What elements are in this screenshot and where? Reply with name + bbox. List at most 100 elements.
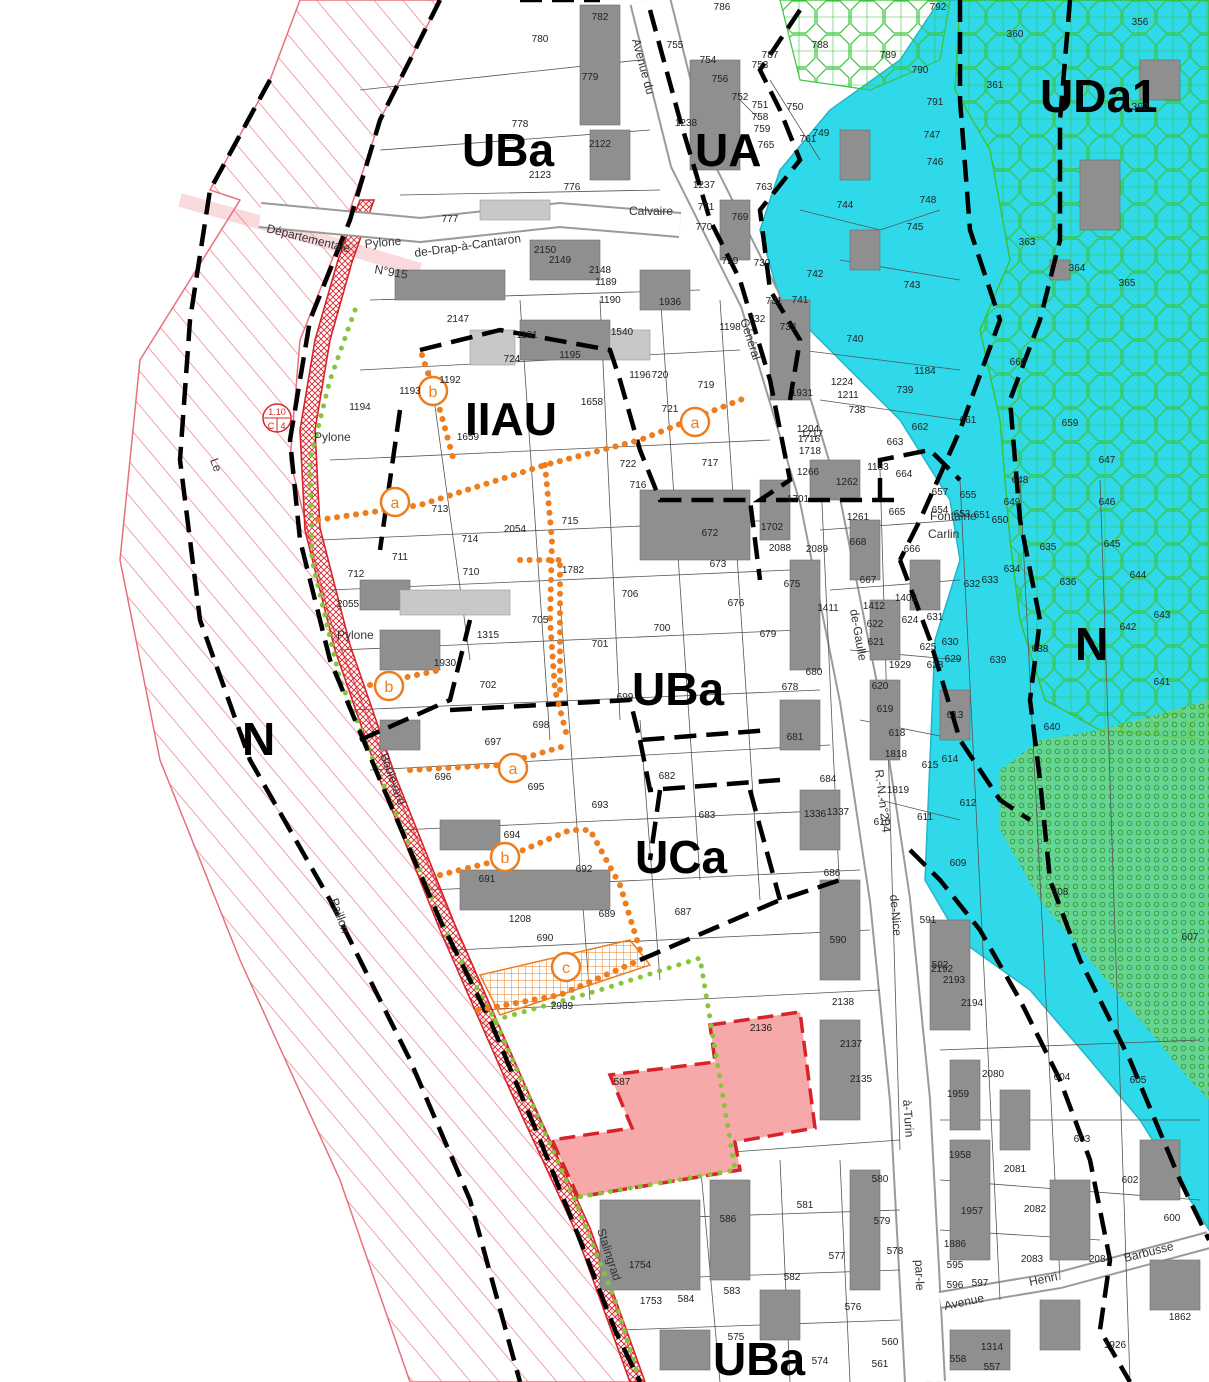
parcel-number: 1753 bbox=[640, 1296, 663, 1307]
parcel-number: 691 bbox=[479, 874, 496, 885]
parcel-number: 739 bbox=[897, 385, 914, 396]
parcel-number: 632 bbox=[964, 579, 981, 590]
parcel-number: 645 bbox=[1104, 539, 1121, 550]
parcel-number: 1195 bbox=[559, 350, 581, 361]
oap-marker-b3[interactable]: b bbox=[489, 841, 521, 873]
parcel-number: 557 bbox=[984, 1362, 1001, 1373]
parcel-number: 2084 bbox=[1089, 1254, 1112, 1265]
parcel-number: 584 bbox=[678, 1294, 695, 1305]
parcel-number: 1208 bbox=[509, 914, 532, 925]
parcel-number: 696 bbox=[435, 772, 452, 783]
parcel-number: 558 bbox=[950, 1354, 967, 1365]
marker-letter: a bbox=[509, 761, 518, 778]
parcel-number: 791 bbox=[927, 97, 944, 108]
parcel-number: 583 bbox=[724, 1286, 741, 1297]
parcel-number: 633 bbox=[982, 575, 999, 586]
parcel-number: 717 bbox=[702, 458, 719, 469]
parcel-number: 2081 bbox=[1004, 1164, 1027, 1175]
parcel-number: 786 bbox=[714, 2, 731, 13]
parcel-number: 738 bbox=[849, 405, 866, 416]
parcel-number: 654 bbox=[932, 505, 949, 516]
parcel-number: 1929 bbox=[889, 660, 912, 671]
parcel-number: 1957 bbox=[961, 1206, 984, 1217]
oap-marker-c1[interactable]: c bbox=[550, 951, 582, 983]
parcel-number: 1193 bbox=[399, 386, 421, 397]
parcel-number: 748 bbox=[920, 195, 937, 206]
parcel-number: 574 bbox=[812, 1356, 829, 1367]
parcel-number: 743 bbox=[904, 280, 921, 291]
parcel-number: 790 bbox=[912, 65, 929, 76]
parcel-number: 666 bbox=[904, 544, 921, 555]
parcel-number: 720 bbox=[652, 370, 669, 381]
parcel-labels: 7827807797782122212377677778678878979079… bbox=[337, 2, 1199, 1373]
parcel-number: 747 bbox=[924, 130, 941, 141]
parcel-number: 1930 bbox=[434, 658, 457, 669]
zone-boundaries bbox=[177, 0, 1209, 1382]
parcel-number: 668 bbox=[850, 537, 867, 548]
parcel-number: 755 bbox=[667, 40, 684, 51]
parcel-number: 644 bbox=[1130, 570, 1147, 581]
street-pylone-drap: Pylone bbox=[364, 234, 402, 251]
parcel-number: 1658 bbox=[581, 397, 604, 408]
parcel-number: 1412 bbox=[863, 601, 886, 612]
parcel-number: 667 bbox=[860, 575, 877, 586]
parcel-number: 700 bbox=[654, 623, 671, 634]
parcel-number: 609 bbox=[950, 858, 967, 869]
parcel-number: 2123 bbox=[529, 170, 552, 181]
parcel-number: 690 bbox=[537, 933, 554, 944]
parcel-number: 363 bbox=[1019, 237, 1036, 248]
parcel-number: 754 bbox=[700, 55, 717, 66]
parcel-number: 1931 bbox=[791, 388, 814, 399]
parcel-number: 711 bbox=[392, 552, 408, 563]
parcel-number: 641 bbox=[1154, 677, 1171, 688]
zone-label-uda1: UDa1 bbox=[1040, 70, 1158, 122]
parcel-number: 639 bbox=[990, 655, 1007, 666]
parcel-number: 590 bbox=[830, 935, 847, 946]
zone-label-uba-bottom: UBa bbox=[713, 1333, 805, 1382]
parcel-number: 1958 bbox=[949, 1150, 972, 1161]
parcel-number: 356 bbox=[1132, 17, 1149, 28]
street-a-turin: à-Turin bbox=[900, 1099, 917, 1137]
parcel-number: 722 bbox=[620, 459, 637, 470]
map-reference-symbol: 1.10 C 4 bbox=[262, 403, 292, 433]
parcel-number: 1337 bbox=[827, 807, 850, 818]
parcel-number: 582 bbox=[784, 1272, 801, 1283]
parcel-number: 2080 bbox=[982, 1069, 1005, 1080]
parcel-number: 653 bbox=[954, 509, 971, 520]
marker-letter: c bbox=[562, 960, 570, 977]
oap-marker-b1[interactable]: b bbox=[417, 375, 449, 407]
parcel-number: 681 bbox=[787, 732, 804, 743]
parcel-number: 676 bbox=[728, 598, 745, 609]
oap-marker-a2[interactable]: a bbox=[679, 406, 711, 438]
parcel-number: 724 bbox=[504, 354, 521, 365]
parcel-number: 1782 bbox=[562, 565, 585, 576]
parcel-number: 730 bbox=[754, 258, 771, 269]
street-carlin: Carlin bbox=[928, 527, 959, 541]
parcel-lines bbox=[319, 59, 1201, 1382]
parcel-number: 693 bbox=[592, 800, 609, 811]
parcel-number: 675 bbox=[784, 579, 801, 590]
parcel-number: 758 bbox=[752, 112, 769, 123]
parcel-number: 771 bbox=[698, 202, 715, 213]
parcel-number: 741 bbox=[792, 295, 809, 306]
parcel-number: 1754 bbox=[629, 1260, 652, 1271]
parcel-number: 2138 bbox=[832, 997, 855, 1008]
parcel-number: 575 bbox=[728, 1332, 745, 1343]
parcel-number: 614 bbox=[942, 754, 959, 765]
parcel-number: 595 bbox=[947, 1260, 964, 1271]
symbol-bl: C bbox=[268, 421, 275, 431]
oap-marker-a3[interactable]: a bbox=[497, 752, 529, 784]
parcel-number: 1862 bbox=[1169, 1312, 1192, 1323]
parcel-number: 745 bbox=[907, 222, 924, 233]
parcel-number: 640 bbox=[1044, 722, 1061, 733]
parcel-number: 610 bbox=[874, 817, 891, 828]
parcel-number: 1314 bbox=[981, 1342, 1004, 1353]
oap-marker-b2[interactable]: b bbox=[373, 670, 405, 702]
oap-marker-a1[interactable]: a bbox=[379, 486, 411, 518]
parcel-number: 612 bbox=[960, 798, 977, 809]
parcel-number: 1402 bbox=[895, 593, 918, 604]
parcel-number: 636 bbox=[1060, 577, 1077, 588]
parcel-number: 1224 bbox=[831, 377, 854, 388]
street-par-le: par-le bbox=[912, 1260, 927, 1291]
